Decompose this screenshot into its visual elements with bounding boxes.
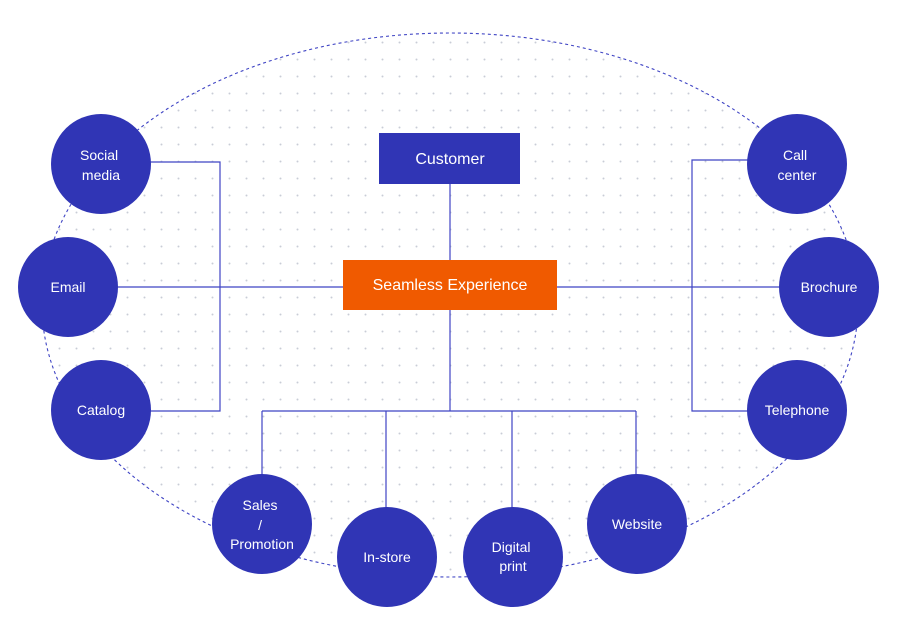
connector-right-bracket — [691, 159, 748, 412]
seamless-experience-box: Seamless Experience — [343, 260, 557, 310]
svg-text:Digital print: Digital print — [492, 539, 535, 574]
node-sales-promotion-line-3: Promotion — [230, 536, 294, 552]
node-call-center-line-2: center — [778, 167, 817, 183]
node-digital-print: Digital print — [463, 507, 563, 607]
node-call-center: Call center — [747, 114, 847, 214]
node-email-label: Email — [50, 279, 85, 295]
node-social-media: Social media — [51, 114, 151, 214]
node-brochure: Brochure — [779, 237, 879, 337]
node-sales-promotion: Sales / Promotion — [212, 474, 312, 574]
node-email: Email — [18, 237, 118, 337]
connector-left-bracket — [150, 161, 221, 412]
node-website-label: Website — [612, 516, 663, 532]
customer-box: Customer — [379, 133, 520, 184]
node-telephone-label: Telephone — [765, 402, 830, 418]
node-sales-promotion-line-2: / — [258, 517, 262, 533]
svg-text:Call center: Call center — [778, 147, 817, 183]
node-social-media-line-1: Social — [80, 147, 118, 163]
connector-lines — [117, 159, 780, 508]
node-telephone: Telephone — [747, 360, 847, 460]
node-catalog-label: Catalog — [77, 402, 125, 418]
svg-text:Social media: Social media — [80, 147, 122, 183]
node-brochure-label: Brochure — [801, 279, 858, 295]
node-in-store-label: In-store — [363, 549, 411, 565]
customer-label: Customer — [415, 151, 485, 168]
node-catalog: Catalog — [51, 360, 151, 460]
node-digital-print-line-1: Digital — [492, 539, 531, 555]
svg-text:Sales / Promotion: Sales / Promotion — [230, 497, 294, 552]
node-digital-print-line-2: print — [499, 558, 526, 574]
node-call-center-line-1: Call — [783, 147, 807, 163]
node-in-store: In-store — [337, 507, 437, 607]
node-sales-promotion-line-1: Sales — [243, 497, 278, 513]
node-social-media-line-2: media — [82, 167, 120, 183]
node-website: Website — [587, 474, 687, 574]
seamless-experience-label: Seamless Experience — [373, 277, 528, 294]
